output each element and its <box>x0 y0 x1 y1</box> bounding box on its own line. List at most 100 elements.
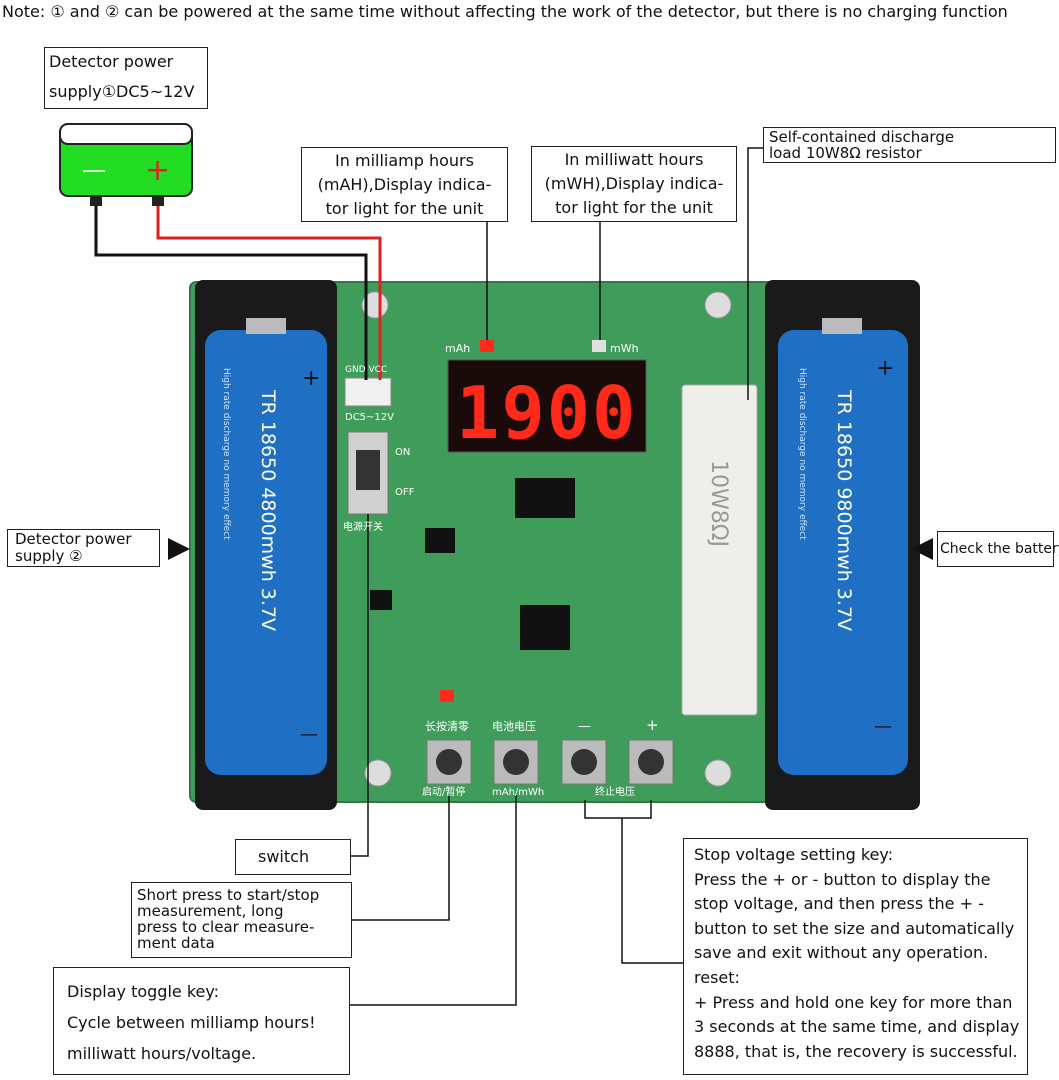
leader-resistor <box>747 147 763 400</box>
label-line: Short press to start/stop <box>137 886 320 904</box>
label-line: In milliwatt hours <box>564 150 704 169</box>
right-cell-fine: High rate discharge no memory effect <box>797 368 807 540</box>
left-cell-minus: — <box>300 724 318 745</box>
label-line: 8888, that is, the recovery is successfu… <box>694 1041 1018 1061</box>
btn-bottom-label: 终止电压 <box>595 785 635 798</box>
supply-minus-sign: — <box>82 156 106 184</box>
switch-off-label: OFF <box>395 487 415 498</box>
label-short-press: Short press to start/stop measurement, l… <box>131 882 352 958</box>
slide-switch-knob[interactable] <box>356 450 380 490</box>
label-line: save and exit without any operation. <box>694 943 989 963</box>
label-display-toggle: Display toggle key: Cycle between millia… <box>53 967 350 1075</box>
btn-top-label: — <box>578 719 591 734</box>
leader-stop <box>584 800 652 819</box>
chip <box>515 478 575 518</box>
minus-button-cap[interactable] <box>571 749 597 775</box>
left-cell <box>205 330 327 775</box>
btn-bottom-label: mAh/mWh <box>492 787 544 798</box>
power-led <box>440 690 454 702</box>
leader-start <box>352 795 450 921</box>
resistor-body <box>681 384 758 716</box>
unit-mwh-label: mWh <box>610 342 639 355</box>
switch-on-label: ON <box>395 447 410 458</box>
label-power-supply-2: Detector power supply ② <box>7 529 160 567</box>
mwh-led <box>592 340 606 352</box>
mah-led <box>480 340 494 352</box>
arrow-right-icon <box>168 538 190 560</box>
right-cell <box>778 330 908 775</box>
label-line: load 10W8Ω resistor <box>769 144 922 162</box>
leader-toggle <box>350 795 517 1006</box>
label-line: Display toggle key: <box>67 982 220 1001</box>
black-wire <box>94 206 368 380</box>
btn-top-label: 长按清零 <box>425 719 469 733</box>
mount-hole <box>364 759 392 787</box>
label-line: Detector power <box>15 530 132 548</box>
plus-button-cap[interactable] <box>638 749 664 775</box>
connector-label: DC5~12V <box>345 412 394 423</box>
label-line: tor light for the unit <box>325 199 484 218</box>
btn-top-label: 电池电压 <box>492 720 536 733</box>
label-line: In milliamp hours <box>335 151 474 170</box>
power-connector <box>344 377 392 407</box>
lcd-display <box>447 359 647 453</box>
left-cell-fine: High rate discharge no memory effect <box>221 368 231 540</box>
mount-hole <box>704 759 732 787</box>
label-line: switch <box>258 847 310 866</box>
top-note: Note: ① and ② can be powered at the same… <box>2 2 1008 21</box>
label-check-battery: Check the battery <box>937 531 1059 567</box>
label-line: ment data <box>137 934 215 952</box>
gnd-vcc-label: GND VCC <box>345 365 387 375</box>
terminal <box>152 196 164 206</box>
left-cell-text: TR 18650 4800mwh 3.7V <box>257 389 279 631</box>
btn-top-label: + <box>646 716 659 734</box>
label-stop-voltage: Stop voltage setting key: Press the + or… <box>683 838 1028 1075</box>
switch-cn-label: 电源开关 <box>343 520 383 533</box>
red-wire <box>156 206 382 380</box>
label-line: (mAH),Display indica- <box>317 175 492 194</box>
lcd-value: 1900 <box>456 371 637 455</box>
arrow-left-icon <box>911 538 933 560</box>
supply-battery-top <box>59 123 193 145</box>
left-cell-cap <box>246 318 286 334</box>
btn-bottom-label: 启动/暂停 <box>422 785 465 798</box>
label-line: supply①DC5~12V <box>49 82 195 101</box>
label-line: press to clear measure- <box>137 918 315 936</box>
label-line: 3 seconds at the same time, and display <box>694 1017 1020 1037</box>
supply-plus-sign: + <box>145 153 170 188</box>
leader-stop-2 <box>621 818 683 964</box>
label-line: reset: <box>694 967 740 987</box>
terminal <box>90 196 102 206</box>
start-pause-button-cap[interactable] <box>436 749 462 775</box>
label-line: measurement, long <box>137 902 284 920</box>
unit-mah-label: mAh <box>445 342 470 355</box>
label-mah: In milliamp hours (mAH),Display indica- … <box>301 147 508 222</box>
right-cell-plus: + <box>876 356 894 381</box>
display-toggle-button-cap[interactable] <box>503 749 529 775</box>
label-mwh: In milliwatt hours (mWH),Display indica-… <box>531 146 737 222</box>
label-power-supply-1: Detector power supply①DC5~12V <box>44 47 208 109</box>
label-line: button to set the size and automatically <box>694 918 1015 938</box>
label-switch: switch <box>235 839 351 875</box>
label-line: Detector power <box>49 52 174 71</box>
label-line: tor light for the unit <box>555 198 713 217</box>
leader-switch <box>351 514 369 857</box>
left-cell-plus: + <box>302 366 320 391</box>
label-line: Self-contained discharge <box>769 128 955 146</box>
label-line: stop voltage, and then press the + - <box>694 894 984 914</box>
label-line: (mWH),Display indica- <box>544 174 724 193</box>
label-resistor: Self-contained discharge load 10W8Ω resi… <box>763 127 1056 163</box>
right-cell-cap <box>822 318 862 334</box>
chip <box>520 605 570 650</box>
label-line: milliwatt hours/voltage. <box>67 1044 257 1063</box>
resistor-text: 10W8ΩJ <box>706 460 731 547</box>
right-cell-text: TR 18650 9800mwh 3.7V <box>833 389 855 631</box>
label-line: Cycle between milliamp hours! <box>67 1013 316 1032</box>
mount-hole <box>704 291 732 319</box>
label-line: Stop voltage setting key: <box>694 845 894 864</box>
label-line: Check the battery <box>940 541 1059 557</box>
label-line: Press the + or - button to display the <box>694 869 991 889</box>
label-line: supply ② <box>15 547 83 565</box>
chip <box>370 590 392 610</box>
label-line: + Press and hold one key for more than <box>694 992 1013 1012</box>
